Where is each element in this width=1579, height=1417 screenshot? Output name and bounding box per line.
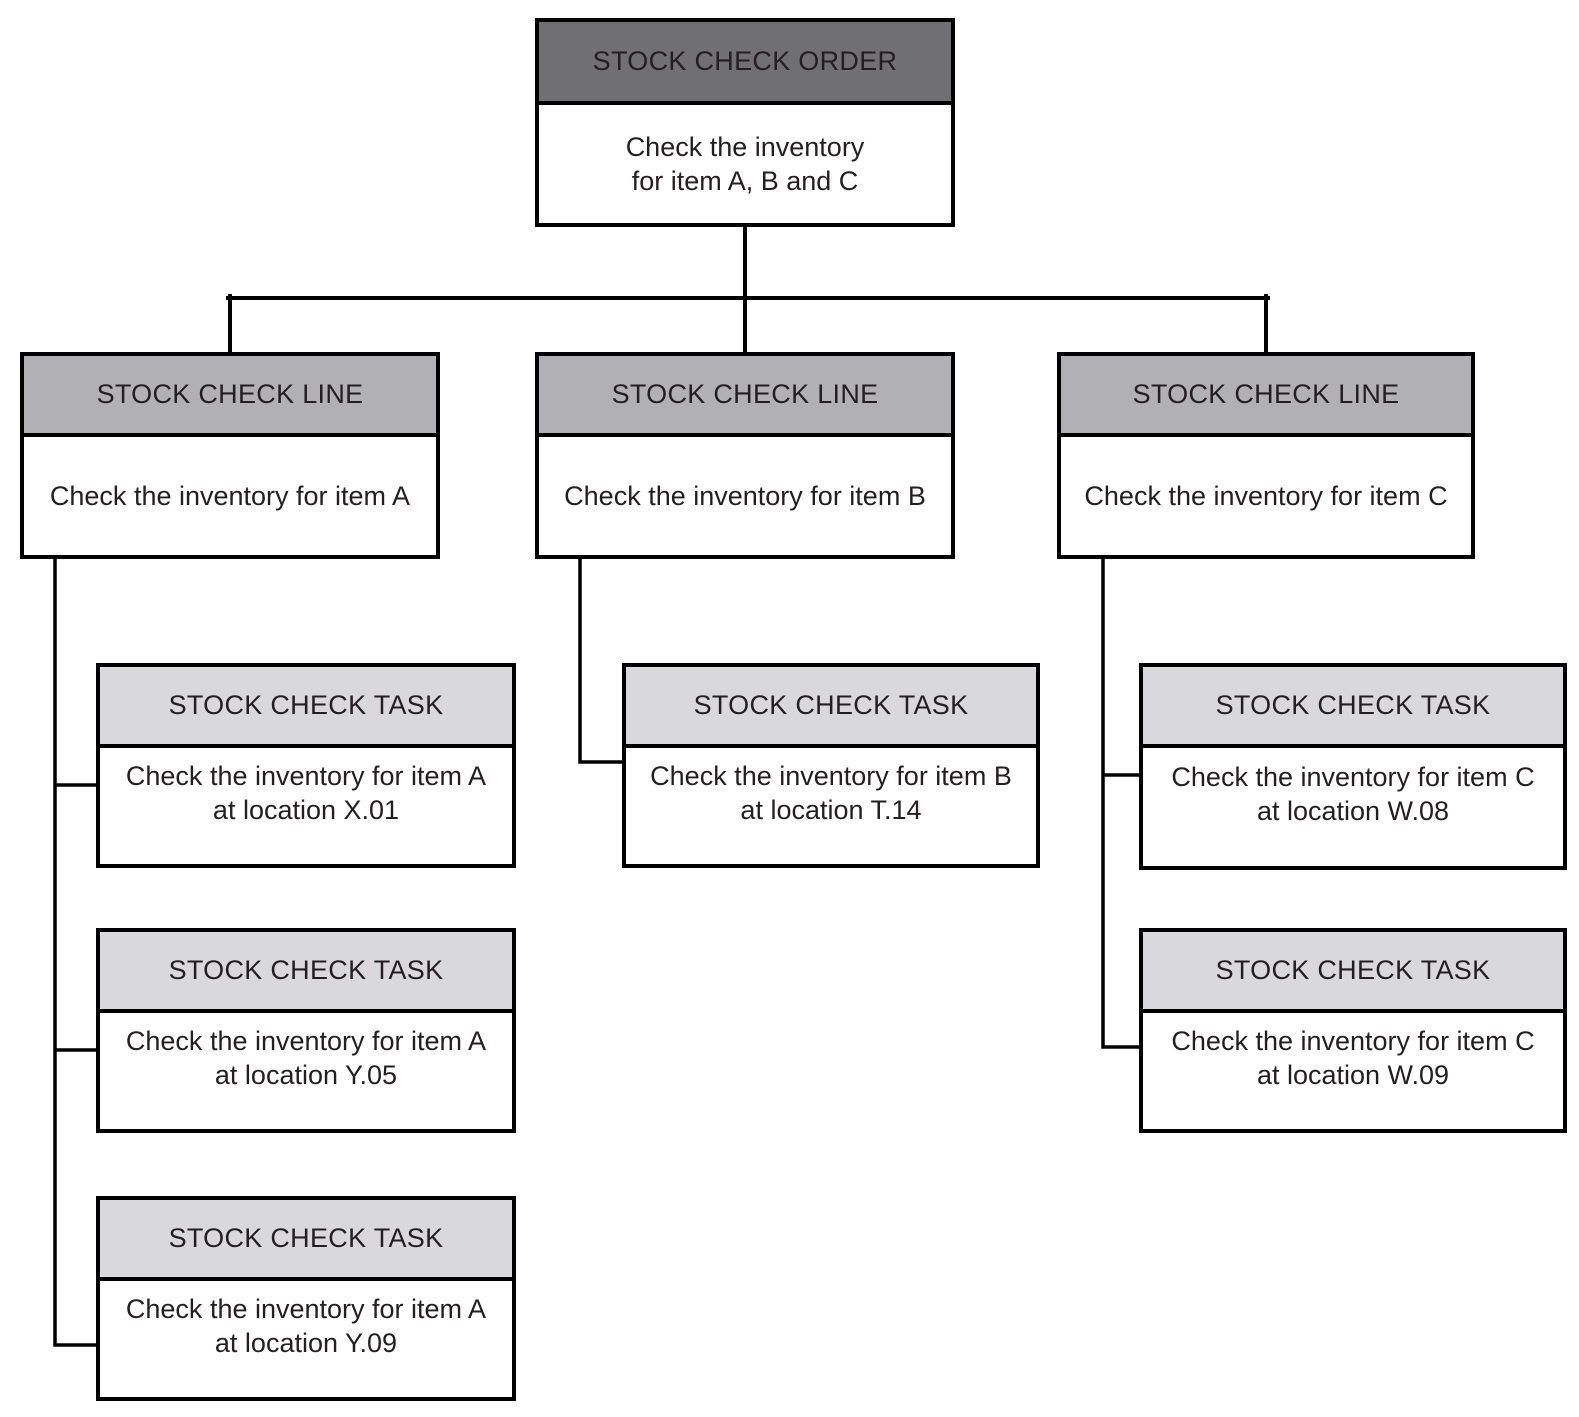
task-node-a-x01-line2: at location X.01 <box>212 795 400 825</box>
task-node-c-w09-line2: at location W.09 <box>1256 1060 1450 1090</box>
line-node-item-a-body: Check the inventory for item A <box>24 437 436 555</box>
line-node-item-c-title: STOCK CHECK LINE <box>1132 379 1400 409</box>
task-node-a-x01: STOCK CHECK TASK Check the inventory for… <box>96 663 516 868</box>
line-node-item-c-header: STOCK CHECK LINE <box>1061 356 1471 437</box>
connector-order-to-lines <box>226 222 1270 356</box>
task-node-c-w09-header: STOCK CHECK TASK <box>1143 932 1563 1013</box>
task-node-a-y05-title: STOCK CHECK TASK <box>168 955 444 985</box>
line-node-item-c-description: Check the inventory for item C <box>1084 481 1448 511</box>
task-node-a-x01-line1: Check the inventory for item A <box>125 761 487 791</box>
connector-line-c-tasks <box>1101 554 1143 1049</box>
line-node-item-a-title: STOCK CHECK LINE <box>96 379 364 409</box>
task-node-c-w08: STOCK CHECK TASK Check the inventory for… <box>1139 663 1567 870</box>
task-node-a-y05-line2: at location Y.05 <box>214 1060 398 1090</box>
task-node-b-t14-line2: at location T.14 <box>740 795 922 825</box>
task-node-a-y09-line2: at location Y.09 <box>214 1328 398 1358</box>
order-node-header: STOCK CHECK ORDER <box>539 22 951 105</box>
order-node-desc-line2: for item A, B and C <box>631 166 859 196</box>
task-node-a-x01-header: STOCK CHECK TASK <box>100 667 512 748</box>
task-node-c-w08-header: STOCK CHECK TASK <box>1143 667 1563 748</box>
task-node-b-t14: STOCK CHECK TASK Check the inventory for… <box>622 663 1040 868</box>
order-node-desc-line1: Check the inventory <box>625 132 865 162</box>
task-node-a-x01-title: STOCK CHECK TASK <box>168 690 444 720</box>
task-node-a-x01-body: Check the inventory for item A at locati… <box>100 748 512 864</box>
order-node-title: STOCK CHECK ORDER <box>592 46 898 76</box>
task-node-a-y05: STOCK CHECK TASK Check the inventory for… <box>96 928 516 1133</box>
task-node-c-w09-title: STOCK CHECK TASK <box>1215 955 1491 985</box>
line-node-item-c: STOCK CHECK LINE Check the inventory for… <box>1057 352 1475 559</box>
task-node-c-w08-line2: at location W.08 <box>1256 796 1450 826</box>
line-node-item-a-header: STOCK CHECK LINE <box>24 356 436 437</box>
line-node-item-a: STOCK CHECK LINE Check the inventory for… <box>20 352 440 559</box>
line-node-item-b-body: Check the inventory for item B <box>539 437 951 555</box>
task-node-a-y09: STOCK CHECK TASK Check the inventory for… <box>96 1196 516 1401</box>
line-node-item-a-description: Check the inventory for item A <box>49 481 411 511</box>
task-node-c-w09-body: Check the inventory for item C at locati… <box>1143 1013 1563 1129</box>
line-node-item-b-header: STOCK CHECK LINE <box>539 356 951 437</box>
task-node-a-y09-line1: Check the inventory for item A <box>125 1294 487 1324</box>
order-node-body: Check the inventory for item A, B and C <box>539 105 951 223</box>
task-node-a-y09-header: STOCK CHECK TASK <box>100 1200 512 1281</box>
task-node-a-y05-line1: Check the inventory for item A <box>125 1026 487 1056</box>
line-node-item-b-description: Check the inventory for item B <box>564 481 926 511</box>
task-node-a-y05-header: STOCK CHECK TASK <box>100 932 512 1013</box>
task-node-b-t14-header: STOCK CHECK TASK <box>626 667 1036 748</box>
task-node-a-y09-title: STOCK CHECK TASK <box>168 1223 444 1253</box>
connector-line-b-tasks <box>578 554 626 764</box>
task-node-c-w08-line1: Check the inventory for item C <box>1171 762 1535 792</box>
task-node-a-y05-body: Check the inventory for item A at locati… <box>100 1013 512 1129</box>
line-node-item-b: STOCK CHECK LINE Check the inventory for… <box>535 352 955 559</box>
task-node-b-t14-body: Check the inventory for item B at locati… <box>626 748 1036 864</box>
line-node-item-b-title: STOCK CHECK LINE <box>611 379 879 409</box>
order-node: STOCK CHECK ORDER Check the inventory fo… <box>535 18 955 227</box>
task-node-c-w09: STOCK CHECK TASK Check the inventory for… <box>1139 928 1567 1133</box>
task-node-b-t14-title: STOCK CHECK TASK <box>693 690 969 720</box>
task-node-c-w09-line1: Check the inventory for item C <box>1171 1026 1535 1056</box>
task-node-c-w08-body: Check the inventory for item C at locati… <box>1143 748 1563 866</box>
task-node-c-w08-title: STOCK CHECK TASK <box>1215 690 1491 720</box>
connector-line-a-tasks <box>53 554 98 1347</box>
line-node-item-c-body: Check the inventory for item C <box>1061 437 1471 555</box>
task-node-b-t14-line1: Check the inventory for item B <box>650 761 1012 791</box>
task-node-a-y09-body: Check the inventory for item A at locati… <box>100 1281 512 1397</box>
